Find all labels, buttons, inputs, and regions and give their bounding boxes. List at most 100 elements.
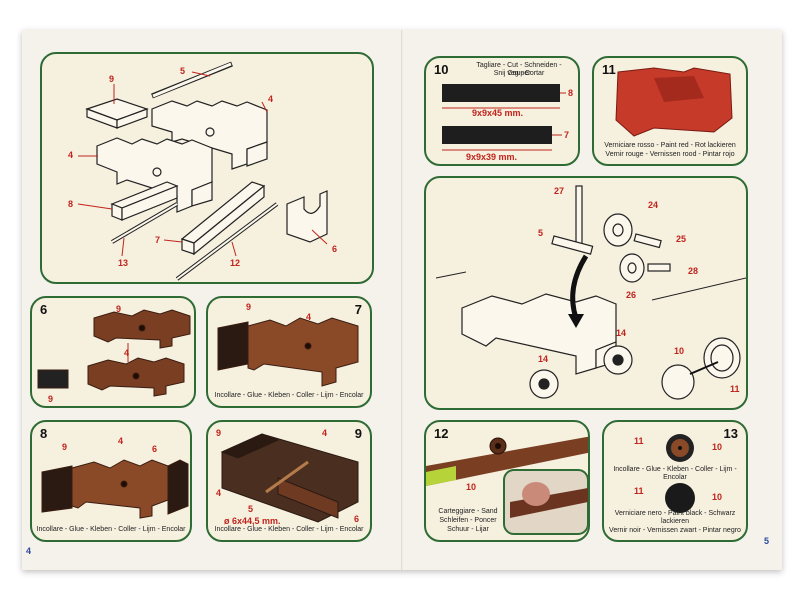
label-4: 4 <box>118 436 124 446</box>
bar-7-front <box>193 184 265 256</box>
label-4-top: 4 <box>322 428 328 438</box>
cradle-piece-6 <box>286 190 328 243</box>
bar-8-stock <box>442 84 560 102</box>
panel-step-10: 10 Tagliare - Cut - Schneiden - Couper S… <box>424 56 580 166</box>
step-number-6: 6 <box>40 302 48 317</box>
axle-hole-lower <box>152 167 162 177</box>
panel-wheel-assembly: 27 24 5 25 28 26 14 14 10 11 <box>424 176 748 410</box>
caption-sand-1: Carteggiare - Sand <box>438 508 498 515</box>
label-11-bottom: 11 <box>634 486 644 496</box>
hole-top <box>138 324 146 332</box>
hub <box>678 446 682 450</box>
label-10: 10 <box>674 346 685 356</box>
caption-paint-red-2: Vernir rouge - Vernissen rood - Pintar r… <box>605 151 735 158</box>
caption-sand-3: Schuur - Lijar <box>447 526 489 533</box>
axle-hole-upper <box>205 127 215 137</box>
caption-glue: Incollare - Glue - Kleben - Coller - Lij… <box>613 466 737 481</box>
side-plate-lower-end <box>191 181 213 207</box>
step-9-illustration <box>220 433 359 523</box>
caption-paint-black-2: Vernir noir - Vernissen zwart - Pintar n… <box>609 527 741 534</box>
dimension-45: 9x9x45 mm. <box>472 108 524 118</box>
axle-5 <box>551 235 594 255</box>
label-7: 7 <box>155 235 161 245</box>
caption-paint-red-1: Verniciare rosso - Paint red - Rot lacki… <box>604 142 736 149</box>
label-10-top: 10 <box>712 442 723 452</box>
axle-dimension: ø 6x44,5 mm. <box>224 516 281 526</box>
bar-8-front <box>121 185 178 221</box>
insert-arrow <box>570 254 589 319</box>
label-4-side: 4 <box>216 488 222 498</box>
label-28: 28 <box>688 266 699 276</box>
label-8: 8 <box>68 199 74 209</box>
wood-strip <box>426 436 588 486</box>
caption-cut-2: Snij veg - Cortar <box>493 70 545 77</box>
label-6: 6 <box>152 444 158 454</box>
label-12: 12 <box>230 258 241 268</box>
caption-glue: Incollare - Glue - Kleben - Coller - Lij… <box>36 526 186 533</box>
wheel-26-hole <box>627 262 637 274</box>
label-5: 5 <box>248 504 254 514</box>
step-number-11: 11 <box>602 62 616 77</box>
step-number-12: 12 <box>434 426 449 441</box>
step-11-illustration <box>615 67 733 137</box>
rod-12-inner <box>176 203 278 280</box>
label-24: 24 <box>648 200 659 210</box>
wheel-10 <box>661 364 695 400</box>
side-plate-4 <box>247 317 359 387</box>
label-10-bottom: 10 <box>712 492 723 502</box>
piece-9-dark <box>217 321 249 371</box>
wheel-10-hole <box>495 443 501 449</box>
insert-arrowhead <box>568 314 584 328</box>
detail-wood <box>510 488 588 518</box>
hole <box>120 480 128 488</box>
label-25: 25 <box>676 234 687 244</box>
label-9-top: 9 <box>116 304 122 314</box>
ground-line-1 <box>435 271 467 279</box>
label-7: 7 <box>564 130 570 140</box>
tire-11-inner <box>710 344 734 372</box>
caption-sand-2: Schleifen - Poncer <box>439 517 497 524</box>
label-9-bottom: 9 <box>48 394 54 404</box>
sandpaper <box>426 466 456 486</box>
step-number-7: 7 <box>354 302 362 317</box>
panel-step-12: 12 10 Carteggiare - Sand Schleifen - Pon… <box>424 420 590 542</box>
panel-step-8: 8 9 4 6 Incollare - Glue - Kleben - Coll… <box>30 420 192 542</box>
panel-step-9: 9 9 4 4 5 6 ø 6x44,5 mm. Incollare - Glu… <box>206 420 372 542</box>
piece-9-dark <box>41 465 73 513</box>
fit-arrow <box>689 361 719 375</box>
ground-line-2 <box>651 277 746 301</box>
step-6-illustration <box>37 309 191 397</box>
caption-cut-1: Tagliare - Cut - Schneiden - Couper <box>476 62 562 77</box>
axle-5-inner <box>152 62 232 98</box>
wheel-rear-right-hub <box>612 354 624 366</box>
washer-24-hole <box>612 223 624 237</box>
detail-finger <box>522 482 550 506</box>
step-number-13: 13 <box>723 426 738 441</box>
label-14-left: 14 <box>538 354 549 364</box>
caption-paint-black-1: Verniciare nero - Paint black - Schwarz … <box>614 510 736 525</box>
page-fold <box>401 30 403 570</box>
step-13-illustration <box>665 434 695 513</box>
axle-5 <box>265 460 309 494</box>
step-number-8: 8 <box>40 426 48 441</box>
label-14-right: 14 <box>616 328 627 338</box>
panel-exploded-view: 9 5 4 4 8 7 13 12 6 <box>40 52 374 284</box>
label-11: 11 <box>730 384 740 394</box>
panel-step-6: 6 9 4 9 <box>30 296 196 408</box>
label-10: 10 <box>466 482 477 492</box>
page-number-left: 4 <box>26 546 32 556</box>
label-26: 26 <box>626 290 637 300</box>
label-11-top: 11 <box>634 436 644 446</box>
label-4-upper: 4 <box>268 94 274 104</box>
label-27: 27 <box>554 186 565 196</box>
label-13: 13 <box>118 258 129 268</box>
wheel-rear-left-hub <box>538 378 550 390</box>
label-9: 9 <box>109 74 115 84</box>
pin-27 <box>575 185 583 247</box>
side-plate-upper-end <box>246 141 268 167</box>
wheel-assembly-diagram <box>435 185 746 400</box>
screw-28 <box>647 263 671 272</box>
step-number-10: 10 <box>434 62 449 77</box>
rod-13-inner <box>111 203 178 243</box>
carriage-shadow <box>654 76 704 102</box>
